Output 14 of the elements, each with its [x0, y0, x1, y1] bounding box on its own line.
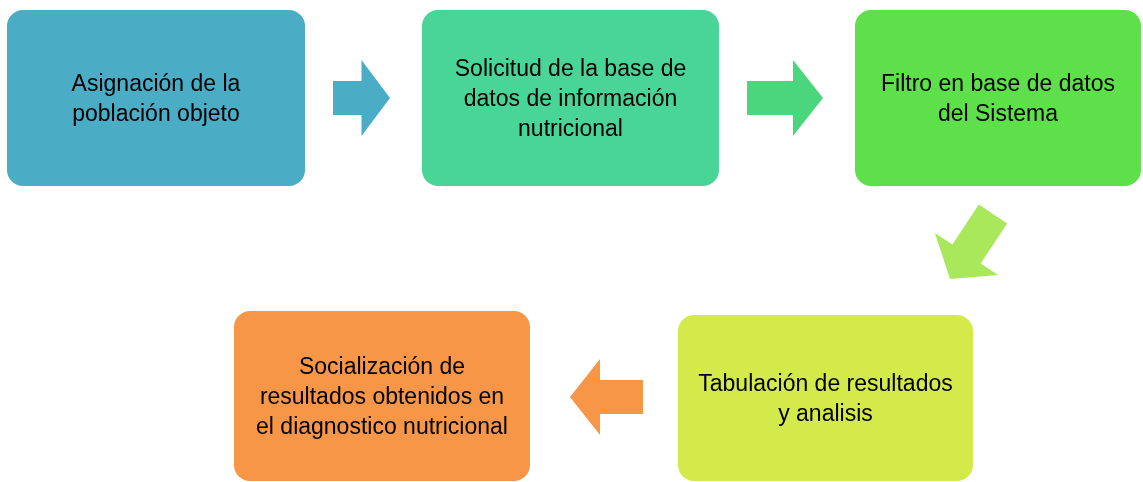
block-arrow — [333, 60, 390, 136]
box-text: Socialización de resultados obtenidos en el diagnostico nutricional — [255, 352, 509, 441]
process-box — [855, 10, 1141, 186]
box-text: Tabulación de resultados y analisis — [697, 369, 954, 428]
block-arrow — [934, 204, 1008, 279]
process-box — [422, 10, 719, 186]
process-box — [7, 10, 305, 186]
block-arrow — [747, 60, 823, 136]
box-text: Filtro en base de datos del Sistema — [880, 69, 1116, 128]
box-text: Solicitud de la base de datos de información nutricional — [453, 54, 688, 143]
box-text: Asignación de la población objeto — [70, 69, 242, 128]
process-box — [678, 315, 973, 481]
process-box — [234, 311, 530, 481]
block-arrow — [570, 359, 643, 435]
